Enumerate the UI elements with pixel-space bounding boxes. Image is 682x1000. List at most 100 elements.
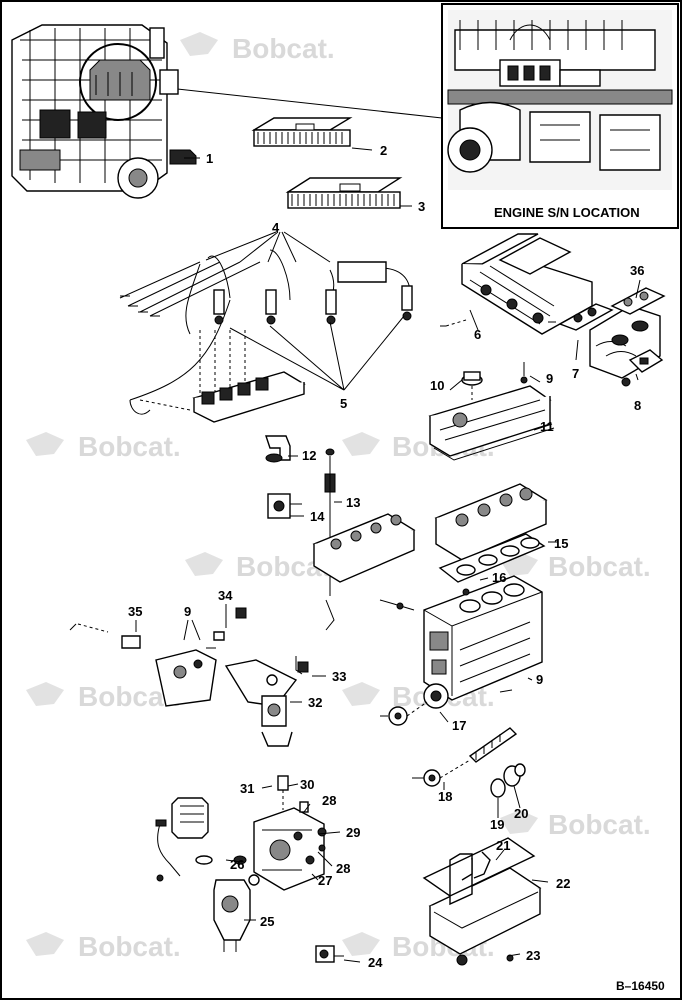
callout-26: 26: [230, 857, 244, 872]
callout-18: 18: [438, 789, 452, 804]
engine-sn-inset: ENGINE S/N LOCATION: [441, 3, 679, 229]
fitting-33: [266, 656, 309, 686]
callout-35: 35: [128, 604, 142, 619]
oil-filler-cap: [461, 371, 483, 400]
callout-29: 29: [346, 825, 360, 840]
bracket-32: [224, 659, 298, 747]
leader-lines-26-31: [225, 783, 341, 881]
cylinder-head-15: [434, 483, 548, 561]
leader-line-16: [479, 577, 489, 581]
callout-13: 13: [346, 495, 360, 510]
callout-6: 6: [474, 327, 481, 342]
housing-gasket-26: [195, 855, 247, 865]
timing-gears: [380, 683, 449, 726]
watermark-logo: Bobcat.: [26, 431, 181, 462]
leader-lines-19-20: [497, 785, 521, 818]
leader-lines-7-8-36: [575, 279, 641, 381]
camshaft: [412, 727, 518, 787]
leader-line-17: [439, 711, 449, 723]
leader-line-11: [533, 423, 553, 431]
gasket-36: [610, 287, 666, 315]
sn-location-circle: [79, 43, 157, 121]
callout-19: 19: [490, 817, 504, 832]
leader-lines-9-34-35: [135, 604, 227, 641]
callout-17: 17: [452, 718, 466, 733]
callout-25: 25: [260, 914, 274, 929]
injection-lines: [119, 249, 413, 415]
callout-8: 8: [634, 398, 641, 413]
callout-9-valve-cover: 9: [546, 371, 553, 386]
leader-lines-1-3: [184, 147, 412, 207]
rocker-bracket: [267, 493, 302, 519]
callout-9-block: 9: [536, 672, 543, 687]
watermark-logo: Bobcat.: [180, 32, 335, 64]
callout-27: 27: [318, 873, 332, 888]
callout-24: 24: [368, 955, 383, 970]
callout-7: 7: [572, 366, 579, 381]
oil-filter: [171, 797, 209, 839]
callout-15: 15: [554, 536, 568, 551]
watermark-logo: Bobcat.: [500, 809, 651, 840]
thermostat-housing: [265, 435, 291, 463]
oil-seal-20: [503, 763, 526, 787]
callout-4: 4: [272, 220, 280, 235]
leader-line-24: [343, 959, 361, 963]
watermark-logo: Bobcat.: [342, 931, 495, 962]
flange-gasket-8: [621, 349, 664, 387]
inset-leader-line: [149, 85, 443, 119]
engine-block: [379, 575, 543, 701]
callout-labels: 1 2 3 4 5 6 7 8 9 10 11 12 13 14 15 16 1…: [128, 143, 644, 970]
callout-11: 11: [540, 419, 554, 434]
callout-10: 10: [430, 378, 444, 393]
watermark-logo: Bobcat.: [26, 681, 181, 712]
front-plate: [69, 607, 247, 707]
callout-22: 22: [556, 876, 570, 891]
head-gasket: [438, 533, 546, 583]
callout-33: 33: [332, 669, 346, 684]
callout-14: 14: [310, 509, 325, 524]
filter-element-3: [285, 177, 403, 209]
oil-pan-gasket: [422, 837, 536, 897]
dipstick-tube: [155, 819, 181, 882]
gear-case: [253, 807, 325, 891]
exhaust-gasket: [548, 303, 614, 331]
watermark-logo: Bobcat.: [500, 551, 651, 582]
callout-3: 3: [418, 199, 425, 214]
callout-30: 30: [300, 777, 314, 792]
leader-lines-32-33: [290, 675, 326, 703]
callout-34: 34: [218, 588, 233, 603]
leader-lines-9-10: [449, 375, 541, 391]
watermark-text: Bobcat.: [232, 33, 335, 64]
valve-cover: [428, 362, 555, 461]
leader-line-6: [469, 309, 479, 331]
watermark-text: Bobcat.: [548, 809, 651, 840]
callout-1: 1: [206, 151, 213, 166]
leader-lines-21-23: [495, 849, 549, 957]
diagram-reference-code: B–16450: [616, 979, 665, 993]
water-pump: [213, 874, 260, 952]
callout-2: 2: [380, 143, 387, 158]
inset-caption: ENGINE S/N LOCATION: [494, 205, 640, 220]
oil-pump: [315, 945, 344, 963]
callout-23: 23: [526, 948, 540, 963]
callout-36: 36: [630, 263, 644, 278]
leader-line-9-block: [499, 677, 533, 693]
callout-28-bottom: 28: [336, 861, 350, 876]
watermark-text: Bobcat.: [78, 431, 181, 462]
callout-31: 31: [240, 781, 254, 796]
oil-strainer: [461, 851, 491, 881]
watermark-logo: Bobcat.: [26, 931, 181, 962]
oil-seal-19: [490, 778, 506, 798]
callout-21: 21: [496, 838, 510, 853]
callout-32: 32: [308, 695, 322, 710]
callout-28-top: 28: [322, 793, 336, 808]
watermark-text: Bobcat.: [548, 551, 651, 582]
inset-engine-closeup: [447, 10, 673, 190]
callout-5: 5: [340, 396, 347, 411]
engine-assembly: [11, 24, 197, 199]
leader-lines-5: [229, 315, 405, 391]
callout-9-front-plate: 9: [184, 604, 191, 619]
